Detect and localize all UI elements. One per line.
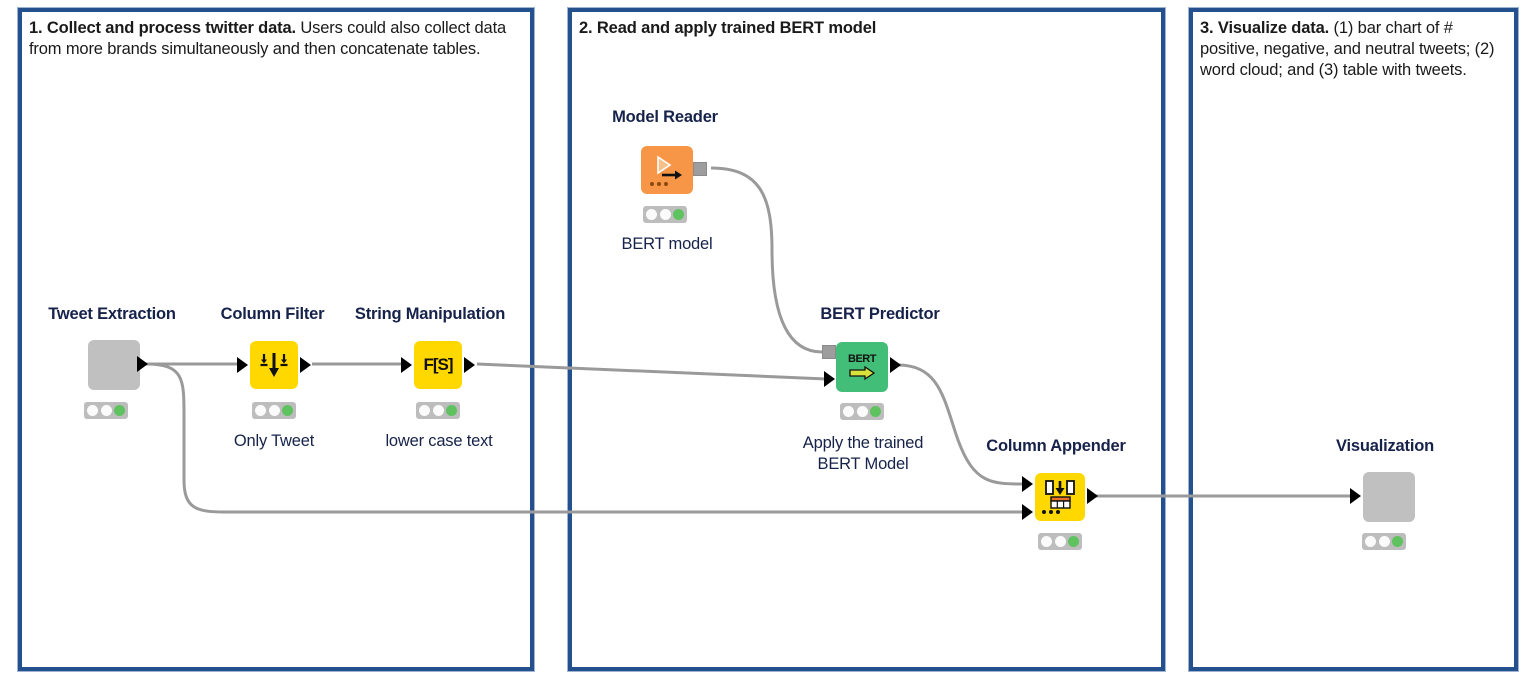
status-light-red — [254, 405, 266, 416]
annotation-title-2: Read and apply trained BERT model — [596, 19, 877, 37]
output-port-bert-predictor[interactable] — [890, 357, 901, 373]
annotation-number-1: 1. — [29, 19, 43, 37]
string-manipulation-icon: F[S] — [423, 355, 453, 374]
output-port-string-manipulation[interactable] — [464, 357, 475, 373]
node-title-string-manipulation: String Manipulation — [354, 305, 506, 323]
status-tweet-extraction — [84, 402, 128, 419]
annotation-frame-model: 2. Read and apply trained BERT model — [567, 7, 1166, 672]
column-appender-dots — [1042, 510, 1060, 514]
status-light-yellow — [1054, 536, 1066, 547]
annotation-body-1: Users could also collect data from more … — [29, 19, 507, 58]
status-light-red — [86, 405, 98, 416]
annotation-frame-visualize: 3. Visualize data. (1) bar chart of # po… — [1188, 7, 1519, 672]
status-bert-predictor — [840, 403, 884, 420]
model-reader-icon — [657, 155, 682, 179]
status-light-green — [1392, 536, 1404, 547]
status-light-green — [1068, 536, 1080, 547]
node-body-column-appender[interactable] — [1035, 473, 1085, 521]
node-subtitle-model-reader: BERT model — [621, 235, 713, 253]
input-port-2-column-appender[interactable] — [1022, 504, 1033, 520]
input-port-1-column-appender[interactable] — [1022, 476, 1033, 492]
status-light-yellow — [268, 405, 280, 416]
annotation-frame-collect: 1. Collect and process twitter data. Use… — [17, 7, 535, 672]
status-light-yellow — [659, 209, 671, 220]
status-light-red — [418, 405, 430, 416]
annotation-text-model: 2. Read and apply trained BERT model — [572, 12, 1161, 39]
annotation-text-visualize: 3. Visualize data. (1) bar chart of # po… — [1193, 12, 1514, 81]
annotation-body-3: (1) bar chart of # positive, negative, a… — [1200, 19, 1495, 79]
status-light-green — [114, 405, 126, 416]
node-subtitle-string-manipulation: lower case text — [385, 432, 493, 450]
annotation-text-collect: 1. Collect and process twitter data. Use… — [22, 12, 530, 60]
annotation-number-3: 3. — [1200, 19, 1214, 37]
status-model-reader — [643, 206, 687, 223]
node-title-tweet-extraction: Tweet Extraction — [48, 305, 176, 323]
annotation-number-2: 2. — [579, 19, 593, 37]
node-title-visualization: Visualization — [1336, 437, 1434, 455]
node-title-column-filter: Column Filter — [220, 305, 325, 323]
status-light-yellow — [856, 406, 868, 417]
input-port-string-manipulation[interactable] — [401, 357, 412, 373]
column-appender-icon — [1045, 480, 1075, 509]
node-body-model-reader[interactable] — [641, 146, 693, 194]
data-input-port-bert-predictor[interactable] — [824, 371, 835, 387]
node-body-visualization[interactable] — [1363, 472, 1415, 522]
node-body-string-manipulation[interactable]: F[S] — [414, 341, 462, 389]
output-port-tweet-extraction[interactable] — [137, 356, 148, 372]
node-body-column-filter[interactable] — [250, 341, 298, 389]
node-body-bert-predictor[interactable]: BERT — [836, 342, 888, 392]
status-column-filter — [252, 402, 296, 419]
bert-arrow-icon — [849, 366, 876, 380]
status-light-yellow — [1378, 536, 1390, 547]
node-body-tweet-extraction[interactable] — [88, 340, 140, 390]
status-light-red — [1364, 536, 1376, 547]
input-port-column-filter[interactable] — [237, 357, 248, 373]
status-light-green — [673, 209, 685, 220]
status-light-green — [282, 405, 294, 416]
model-reader-dots — [650, 181, 668, 186]
status-light-green — [446, 405, 458, 416]
status-string-manipulation — [416, 402, 460, 419]
input-port-visualization[interactable] — [1350, 488, 1361, 504]
node-title-model-reader: Model Reader — [612, 108, 718, 126]
output-port-model-reader[interactable] — [693, 162, 707, 176]
status-light-yellow — [432, 405, 444, 416]
status-light-green — [870, 406, 882, 417]
annotation-title-1: Collect and process twitter data. — [46, 19, 296, 37]
status-visualization — [1362, 533, 1406, 550]
bert-predictor-icon: BERT — [848, 353, 876, 365]
output-port-column-appender[interactable] — [1087, 488, 1098, 504]
status-column-appender — [1038, 533, 1082, 550]
node-subtitle-bert-predictor-line1: Apply the trained — [802, 434, 924, 452]
node-subtitle-column-filter: Only Tweet — [233, 432, 315, 450]
node-subtitle-bert-predictor-line2: BERT Model — [817, 455, 909, 473]
annotation-title-3: Visualize data. — [1217, 19, 1330, 37]
node-title-bert-predictor: BERT Predictor — [820, 305, 940, 323]
status-light-yellow — [100, 405, 112, 416]
model-input-port-bert-predictor[interactable] — [822, 345, 836, 359]
output-port-column-filter[interactable] — [300, 357, 311, 373]
status-light-red — [645, 209, 657, 220]
node-title-column-appender: Column Appender — [986, 437, 1126, 455]
status-light-red — [842, 406, 854, 417]
status-light-red — [1040, 536, 1052, 547]
column-filter-icon — [260, 353, 288, 377]
